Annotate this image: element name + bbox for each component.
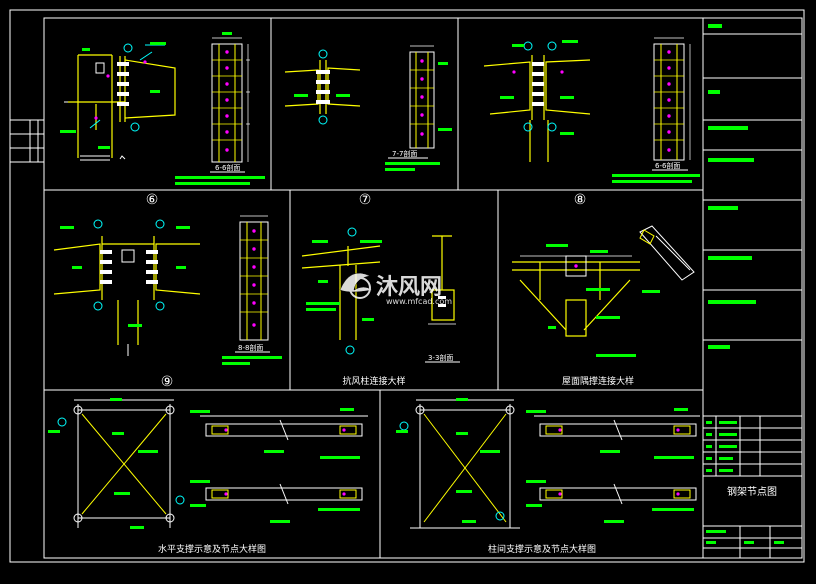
drawing-title: 钢架节点图 <box>727 485 777 498</box>
detail-11-caption: 屋面隅撑连接大样 <box>562 375 634 387</box>
detail-10-caption: 抗风柱连接大样 <box>342 375 405 387</box>
detail-8-number: ⑧ <box>574 192 587 208</box>
watermark-logo-icon <box>339 272 373 299</box>
detail-7-elevation <box>284 49 361 125</box>
detail-6-section: 6-6剖面 <box>175 32 265 185</box>
detail-9-section-title: 8-8剖面 <box>238 343 263 352</box>
detail-7-section: 7-7剖面 <box>385 45 452 171</box>
detail-7-number: ⑦ <box>359 192 372 208</box>
detail-6-section-title: 6-6剖面 <box>215 163 240 172</box>
detail-12-caption: 水平支撑示意及节点大样图 <box>158 543 266 555</box>
detail-6-elevation <box>60 42 176 161</box>
detail-8-section-title: 6-6剖面 <box>655 161 680 170</box>
detail-8-section: 6-6剖面 <box>612 37 700 183</box>
watermark-brand: 沐风网 <box>376 275 442 300</box>
detail-13-caption: 柱间支撑示意及节点大样图 <box>488 543 596 555</box>
detail-10-section-title: 3-3剖面 <box>428 353 453 362</box>
detail-6-number: ⑥ <box>146 192 159 208</box>
detail-9-number: ⑨ <box>161 374 174 390</box>
detail-8-elevation <box>483 40 591 162</box>
title-block-placeholder-text <box>706 24 784 544</box>
sheet-frame <box>9 9 805 563</box>
title-block <box>702 17 803 559</box>
watermark: 沐风网 www.mfcad.com <box>339 272 452 306</box>
detail-11-drawing <box>512 225 695 357</box>
detail-9-elevation <box>53 219 201 356</box>
detail-12-drawing <box>48 398 368 529</box>
detail-9-section: 8-8剖面 <box>222 215 282 365</box>
detail-13-drawing <box>396 398 700 529</box>
watermark-url: www.mfcad.com <box>386 297 452 306</box>
detail-7-section-title: 7-7剖面 <box>392 149 417 158</box>
